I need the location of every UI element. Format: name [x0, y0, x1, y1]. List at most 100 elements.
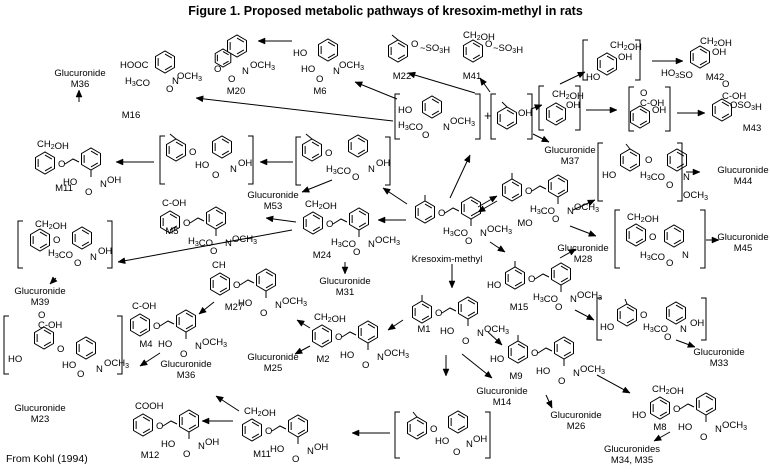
arrow-M11-to-M36-lower: [215, 395, 240, 412]
arrowhead: [382, 187, 391, 195]
bracket-M45-precursor: [614, 209, 706, 269]
bracket-M23-precursor: [3, 315, 123, 375]
arrow-M15-to-M33-precursor: [574, 309, 595, 321]
methylene-bond: [189, 217, 205, 224]
substituent-text: COOH: [135, 401, 164, 412]
carbonyl-oxygen: O: [362, 360, 369, 371]
benzene-ring: [256, 268, 276, 292]
benzene-ring: [76, 336, 96, 360]
substituent-text: HOOC: [120, 60, 149, 71]
arrow-benzyl-to-salicylic: [586, 106, 618, 114]
svg-text:O: O: [53, 235, 60, 246]
structure-M22: O~SO3H: [388, 34, 450, 63]
ester-group: HO: [158, 339, 172, 350]
svg-text:OH: OH: [238, 158, 252, 169]
bracket-right: [385, 136, 391, 186]
compound-label-M43: M43: [743, 123, 761, 134]
arrow-M0-to-M44-precursor: [572, 199, 596, 211]
compound-label-M24: M24: [313, 250, 331, 261]
oxime-nitrogen: N: [368, 239, 375, 250]
ester-group: HO: [678, 422, 692, 433]
compound-label-kresoxim-methyl: Kresoxim-methyl: [412, 254, 483, 265]
arrowhead: [49, 276, 58, 285]
ether-oxygen: O: [58, 159, 65, 170]
bracket-left: [394, 411, 400, 459]
svg-text:OH: OH: [618, 52, 632, 63]
svg-text:H3CO: H3CO: [640, 170, 665, 183]
svg-text:HO: HO: [600, 322, 614, 333]
methylene-bond: [679, 403, 695, 410]
benzene-ring: [214, 48, 232, 68]
arrow-to-M41: [479, 77, 491, 93]
arrow-to-M39: [49, 276, 58, 285]
ether-oxygen: O: [183, 218, 190, 229]
carbonyl-oxygen: O: [85, 187, 92, 198]
benzene-ring: [35, 151, 55, 175]
arrow-M0-to-M45-precursor: [569, 225, 597, 237]
svg-text:N: N: [682, 250, 689, 261]
oxime-nitrogen: N: [567, 206, 574, 217]
benzene-ring: [463, 39, 483, 63]
svg-text:O: O: [422, 130, 429, 141]
arrow-kresoxim-to-oxime-ester: [382, 187, 408, 205]
bracket-oxime-acid: [159, 135, 254, 185]
oxime-nitrogen: N: [198, 441, 205, 452]
ester-group: HO: [63, 177, 77, 188]
svg-text:O: O: [664, 332, 671, 343]
arrowhead: [407, 71, 416, 79]
arrow-bottom-acid-to-M11: [351, 429, 390, 437]
bracket-right: [635, 39, 641, 81]
methyl-bond: [391, 34, 399, 41]
compound-label-M15: M15: [510, 302, 528, 313]
conjugate-M34-M35-id: M34, M35: [611, 455, 653, 466]
benzene-ring: [407, 416, 427, 440]
arrowhead: [117, 257, 126, 265]
methylene-bond: [444, 207, 460, 214]
arrowhead: [587, 199, 596, 207]
arrowhead: [477, 205, 486, 213]
svg-text:O: O: [57, 344, 64, 355]
arrow-M15-to-M28: [559, 248, 577, 259]
arrowhead: [489, 195, 498, 203]
svg-text:N: N: [680, 324, 687, 335]
bracket-right: [475, 93, 481, 140]
bracket-left: [17, 220, 23, 269]
benzene-ring: [166, 138, 186, 162]
substituent-text: CH2OH: [37, 139, 69, 152]
oxime-substituent: OCH3: [177, 71, 202, 83]
bracket-right: [575, 85, 581, 131]
oxime-substituent: OCH3: [574, 202, 599, 214]
svg-text:C-OH: C-OH: [640, 98, 664, 109]
bracket-left: [538, 85, 544, 131]
svg-text:OH: OH: [98, 246, 112, 257]
oxime-substituent: OH: [314, 442, 328, 453]
carbonyl-oxygen: O: [183, 449, 190, 460]
svg-text:HO: HO: [8, 354, 22, 365]
bracket-M44-precursor: [597, 142, 683, 202]
compound-label-M16: M16: [122, 110, 140, 121]
arrowhead: [577, 71, 586, 79]
conjugate-M53-label: Glucuronide: [247, 190, 298, 201]
methylene-bond: [332, 218, 348, 225]
bracket-left: [490, 93, 496, 140]
benzene-ring: [210, 272, 230, 296]
substituent-text: CH2OH: [305, 199, 337, 212]
conjugate-M39-label: Glucuronide: [14, 286, 65, 297]
arrowhead: [479, 77, 487, 86]
ether-oxygen: O: [233, 280, 240, 291]
arrow-M2-to-M25: [294, 345, 311, 355]
oxime-nitrogen: N: [225, 238, 232, 249]
plus-sign: +: [484, 108, 492, 123]
arrowhead: [687, 341, 696, 348]
benzene-ring: [288, 414, 308, 438]
benzene-ring: [155, 50, 175, 74]
compound-label-M27: M27: [225, 302, 243, 313]
benzene-ring: [358, 320, 378, 344]
